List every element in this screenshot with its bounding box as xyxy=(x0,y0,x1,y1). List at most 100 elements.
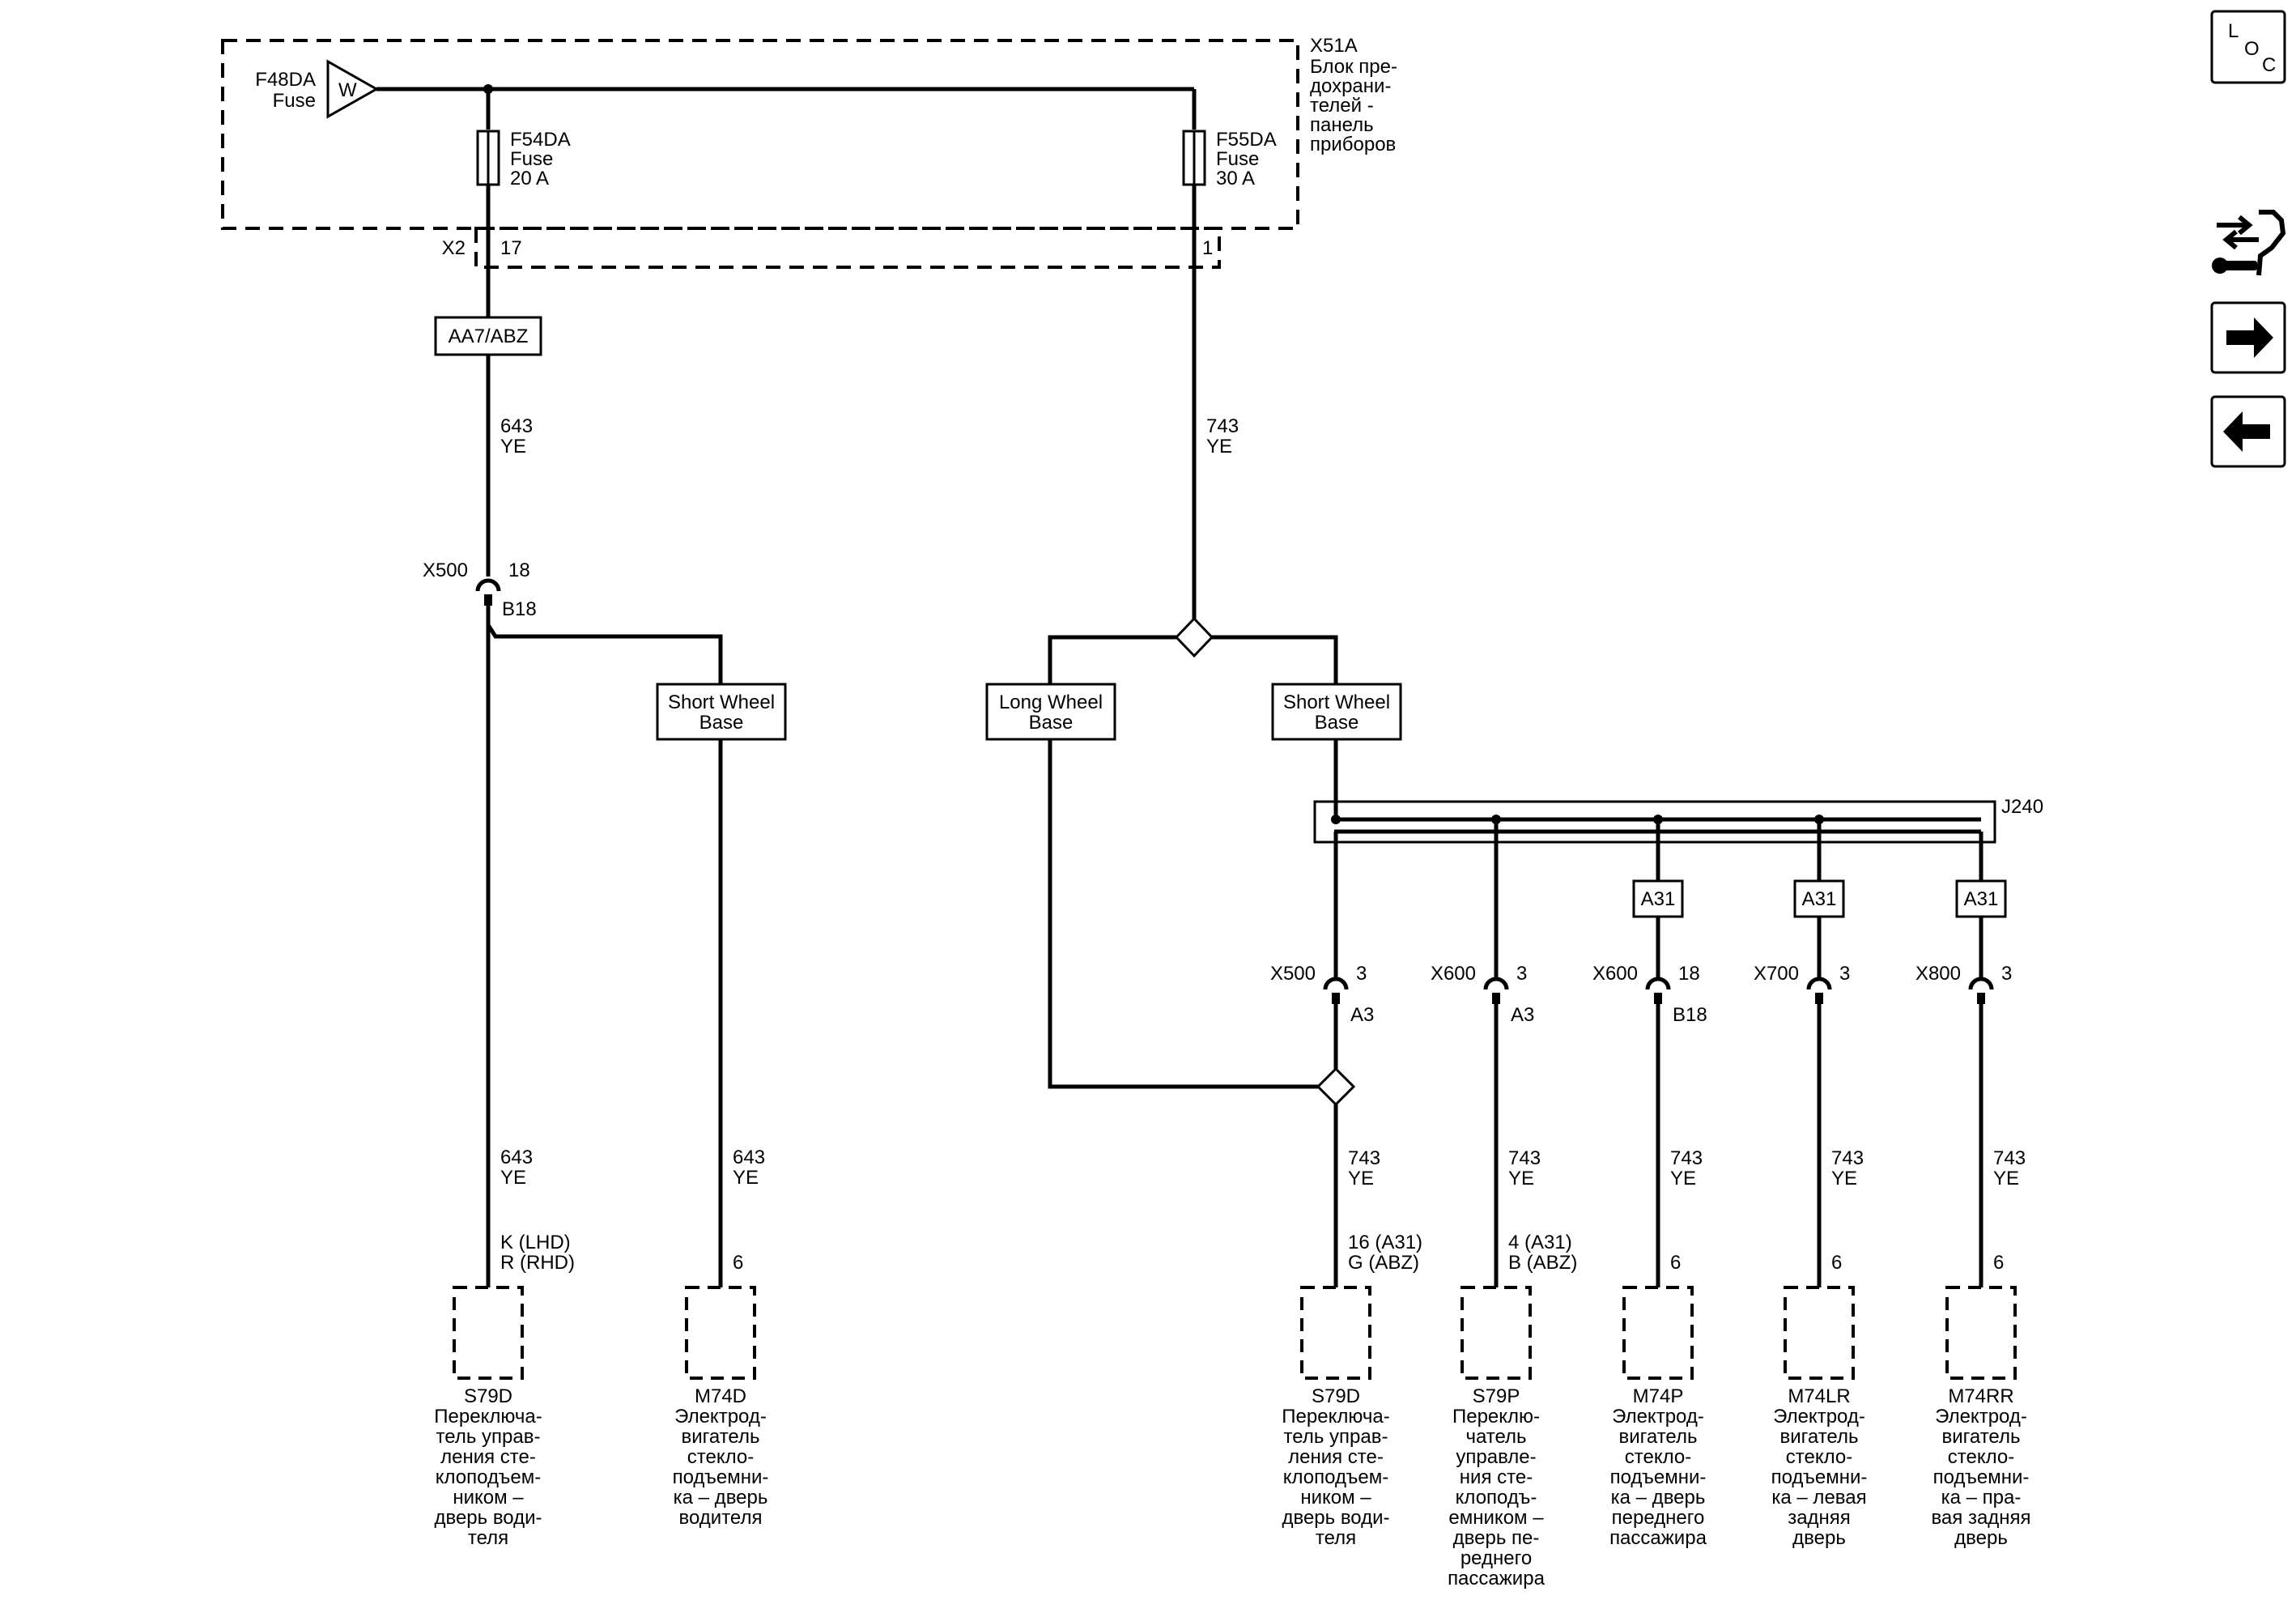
feed-fuse-triangle xyxy=(326,59,380,119)
arrow-right-icon[interactable] xyxy=(2210,301,2286,374)
s79p-desc-5: клоподъ- xyxy=(1456,1487,1537,1508)
s79d-right-desc-7: теля xyxy=(1316,1527,1356,1549)
fuse1-name: F54DA xyxy=(510,129,571,151)
s79d-right-pin-1: 16 (A31) xyxy=(1348,1232,1422,1253)
s79d-right-id: S79D xyxy=(1312,1385,1360,1407)
c2-pin-top: 3 xyxy=(1516,963,1527,985)
fuse-block-desc-1: Блок пре- xyxy=(1310,56,1397,78)
component-s79d-right[interactable]: 16 (A31) G (ABZ) S79D Переключа- тель уп… xyxy=(1282,1232,1422,1549)
component-m74lr[interactable]: 6 M74LR Электрод- вигатель стекло- подъе… xyxy=(1771,1252,1868,1549)
m74d-desc-6: водителя xyxy=(679,1507,763,1529)
component-s79p[interactable]: 4 (A31) B (ABZ) S79P Переклю- чатель упр… xyxy=(1448,1232,1577,1589)
fuse1-rating: 20 A xyxy=(510,168,549,189)
wire-643-num-m74d: 643 xyxy=(733,1147,765,1168)
m74rr-box xyxy=(1945,1286,2017,1380)
wire-643-num-upper: 643 xyxy=(500,415,533,437)
splice-j240-outline xyxy=(1313,800,1996,844)
loc-letter-o: O xyxy=(2244,38,2260,60)
m74lr-desc-1: Электрод- xyxy=(1773,1406,1865,1428)
wire-743-short-wb xyxy=(1212,635,1338,684)
connector-repair-icon[interactable] xyxy=(2212,210,2286,276)
m74p-desc-2: вигатель xyxy=(1619,1426,1698,1448)
s79d-right-desc-2: тель управ- xyxy=(1284,1426,1388,1448)
feed-fuse-symbol: W xyxy=(338,79,357,101)
s79p-id: S79P xyxy=(1473,1385,1520,1407)
m74d-id: M74D xyxy=(695,1385,746,1407)
m74rr-desc-7: дверь xyxy=(1954,1527,2008,1549)
m74lr-desc-6: задняя xyxy=(1788,1507,1851,1529)
m74p-desc-3: стекло- xyxy=(1625,1446,1691,1468)
wire-643-color-upper: YE xyxy=(500,436,526,457)
m74p-desc-5: ка – дверь xyxy=(1611,1487,1706,1508)
wire-743-long-wb-return xyxy=(1048,739,1318,1089)
wire-743-num-4: 743 xyxy=(1831,1147,1864,1169)
s79d-left-id: S79D xyxy=(464,1385,512,1407)
m74p-box xyxy=(1622,1286,1694,1380)
fuse-block-x51a: X51A Блок пре- дохрани- телей - панель п… xyxy=(221,35,1397,269)
m74p-desc-6: переднего xyxy=(1612,1507,1705,1529)
wire-643-num-s79d: 643 xyxy=(500,1147,533,1168)
option-aa7-abz-label: AA7/ABZ xyxy=(449,326,529,347)
option-a31-2-label: A31 xyxy=(1802,888,1837,910)
c1-name: X500 xyxy=(1270,963,1316,985)
feed-fuse-name: F48DA xyxy=(255,69,316,91)
wire-743-color-1: YE xyxy=(1348,1168,1374,1189)
arrow-left-icon[interactable] xyxy=(2210,395,2286,468)
inline-connector-c1: X500 3 A3 xyxy=(1270,963,1374,1026)
component-m74p[interactable]: 6 M74P Электрод- вигатель стекло- подъем… xyxy=(1609,1252,1707,1549)
component-m74rr[interactable]: 6 M74RR Электрод- вигатель стекло- подъе… xyxy=(1931,1252,2030,1549)
s79p-desc-6: емником – xyxy=(1448,1507,1544,1529)
option-box-short-wb-right xyxy=(1271,683,1402,741)
wire-643-branch-m74d xyxy=(486,623,723,684)
m74d-box xyxy=(685,1286,756,1380)
connector-x2-name: X2 xyxy=(442,237,466,259)
connector-x2-outline xyxy=(474,227,1221,269)
m74d-desc-3: стекло- xyxy=(687,1446,754,1468)
s79d-right-pin-2: G (ABZ) xyxy=(1348,1252,1419,1274)
x500-left-pin-top: 18 xyxy=(508,560,530,581)
m74lr-desc-7: дверь xyxy=(1792,1527,1846,1549)
component-s79d-left[interactable]: K (LHD) R (RHD) S79D Переключа- тель упр… xyxy=(434,1232,575,1549)
inline-connector-c3: X600 18 B18 xyxy=(1592,963,1707,1026)
c2-pin-bottom: A3 xyxy=(1511,1004,1534,1026)
m74lr-desc-3: стекло- xyxy=(1786,1446,1852,1468)
wire-743-long-wb xyxy=(1048,635,1176,684)
s79d-right-desc-3: ления сте- xyxy=(1288,1446,1384,1468)
fuse1-label: Fuse xyxy=(510,148,553,170)
s79d-left-desc-3: ления сте- xyxy=(440,1446,536,1468)
splice-node-1 xyxy=(1331,815,1341,824)
s79d-left-desc-7: теля xyxy=(468,1527,508,1549)
s79p-pin-2: B (ABZ) xyxy=(1508,1252,1577,1274)
s79p-desc-2: чатель xyxy=(1465,1426,1526,1448)
wire-643-color-s79d: YE xyxy=(500,1167,526,1189)
s79p-desc-8: реднего xyxy=(1461,1547,1532,1569)
m74p-id: M74P xyxy=(1633,1385,1684,1407)
x500-left-name: X500 xyxy=(423,560,468,581)
s79d-left-pin-1: K (LHD) xyxy=(500,1232,571,1253)
m74rr-desc-4: подъемни- xyxy=(1933,1466,2030,1488)
wire-743-num-2: 743 xyxy=(1508,1147,1541,1169)
wire-743-num-5: 743 xyxy=(1993,1147,2026,1169)
s79d-left-desc-2: тель управ- xyxy=(436,1426,541,1448)
fuse-block-desc-4: панель xyxy=(1310,114,1374,136)
m74rr-id: M74RR xyxy=(1948,1385,2013,1407)
s79d-right-box xyxy=(1300,1286,1371,1380)
loc-button[interactable]: L O C xyxy=(2210,10,2286,84)
s79d-right-desc-4: клоподъем- xyxy=(1283,1466,1389,1488)
option-split-diamond-top xyxy=(1174,616,1214,658)
wire-743-num-upper: 743 xyxy=(1206,415,1239,437)
m74rr-desc-6: вая задняя xyxy=(1931,1507,2030,1529)
m74d-desc-1: Электрод- xyxy=(674,1406,767,1428)
m74lr-desc-5: ка – левая xyxy=(1771,1487,1866,1508)
wire-743-color-4: YE xyxy=(1831,1168,1857,1189)
wire-743-num-3: 743 xyxy=(1670,1147,1703,1169)
s79d-left-desc-5: ником – xyxy=(453,1487,524,1508)
short-wb-right-line1: Short Wheel xyxy=(1283,691,1390,713)
m74d-desc-4: подъемни- xyxy=(673,1466,769,1488)
component-m74d[interactable]: 6 M74D Электрод- вигатель стекло- подъем… xyxy=(673,1252,769,1529)
m74lr-box xyxy=(1784,1286,1855,1380)
m74d-pin: 6 xyxy=(733,1252,743,1274)
s79p-pin-1: 4 (A31) xyxy=(1508,1232,1572,1253)
m74p-pin: 6 xyxy=(1670,1252,1681,1274)
